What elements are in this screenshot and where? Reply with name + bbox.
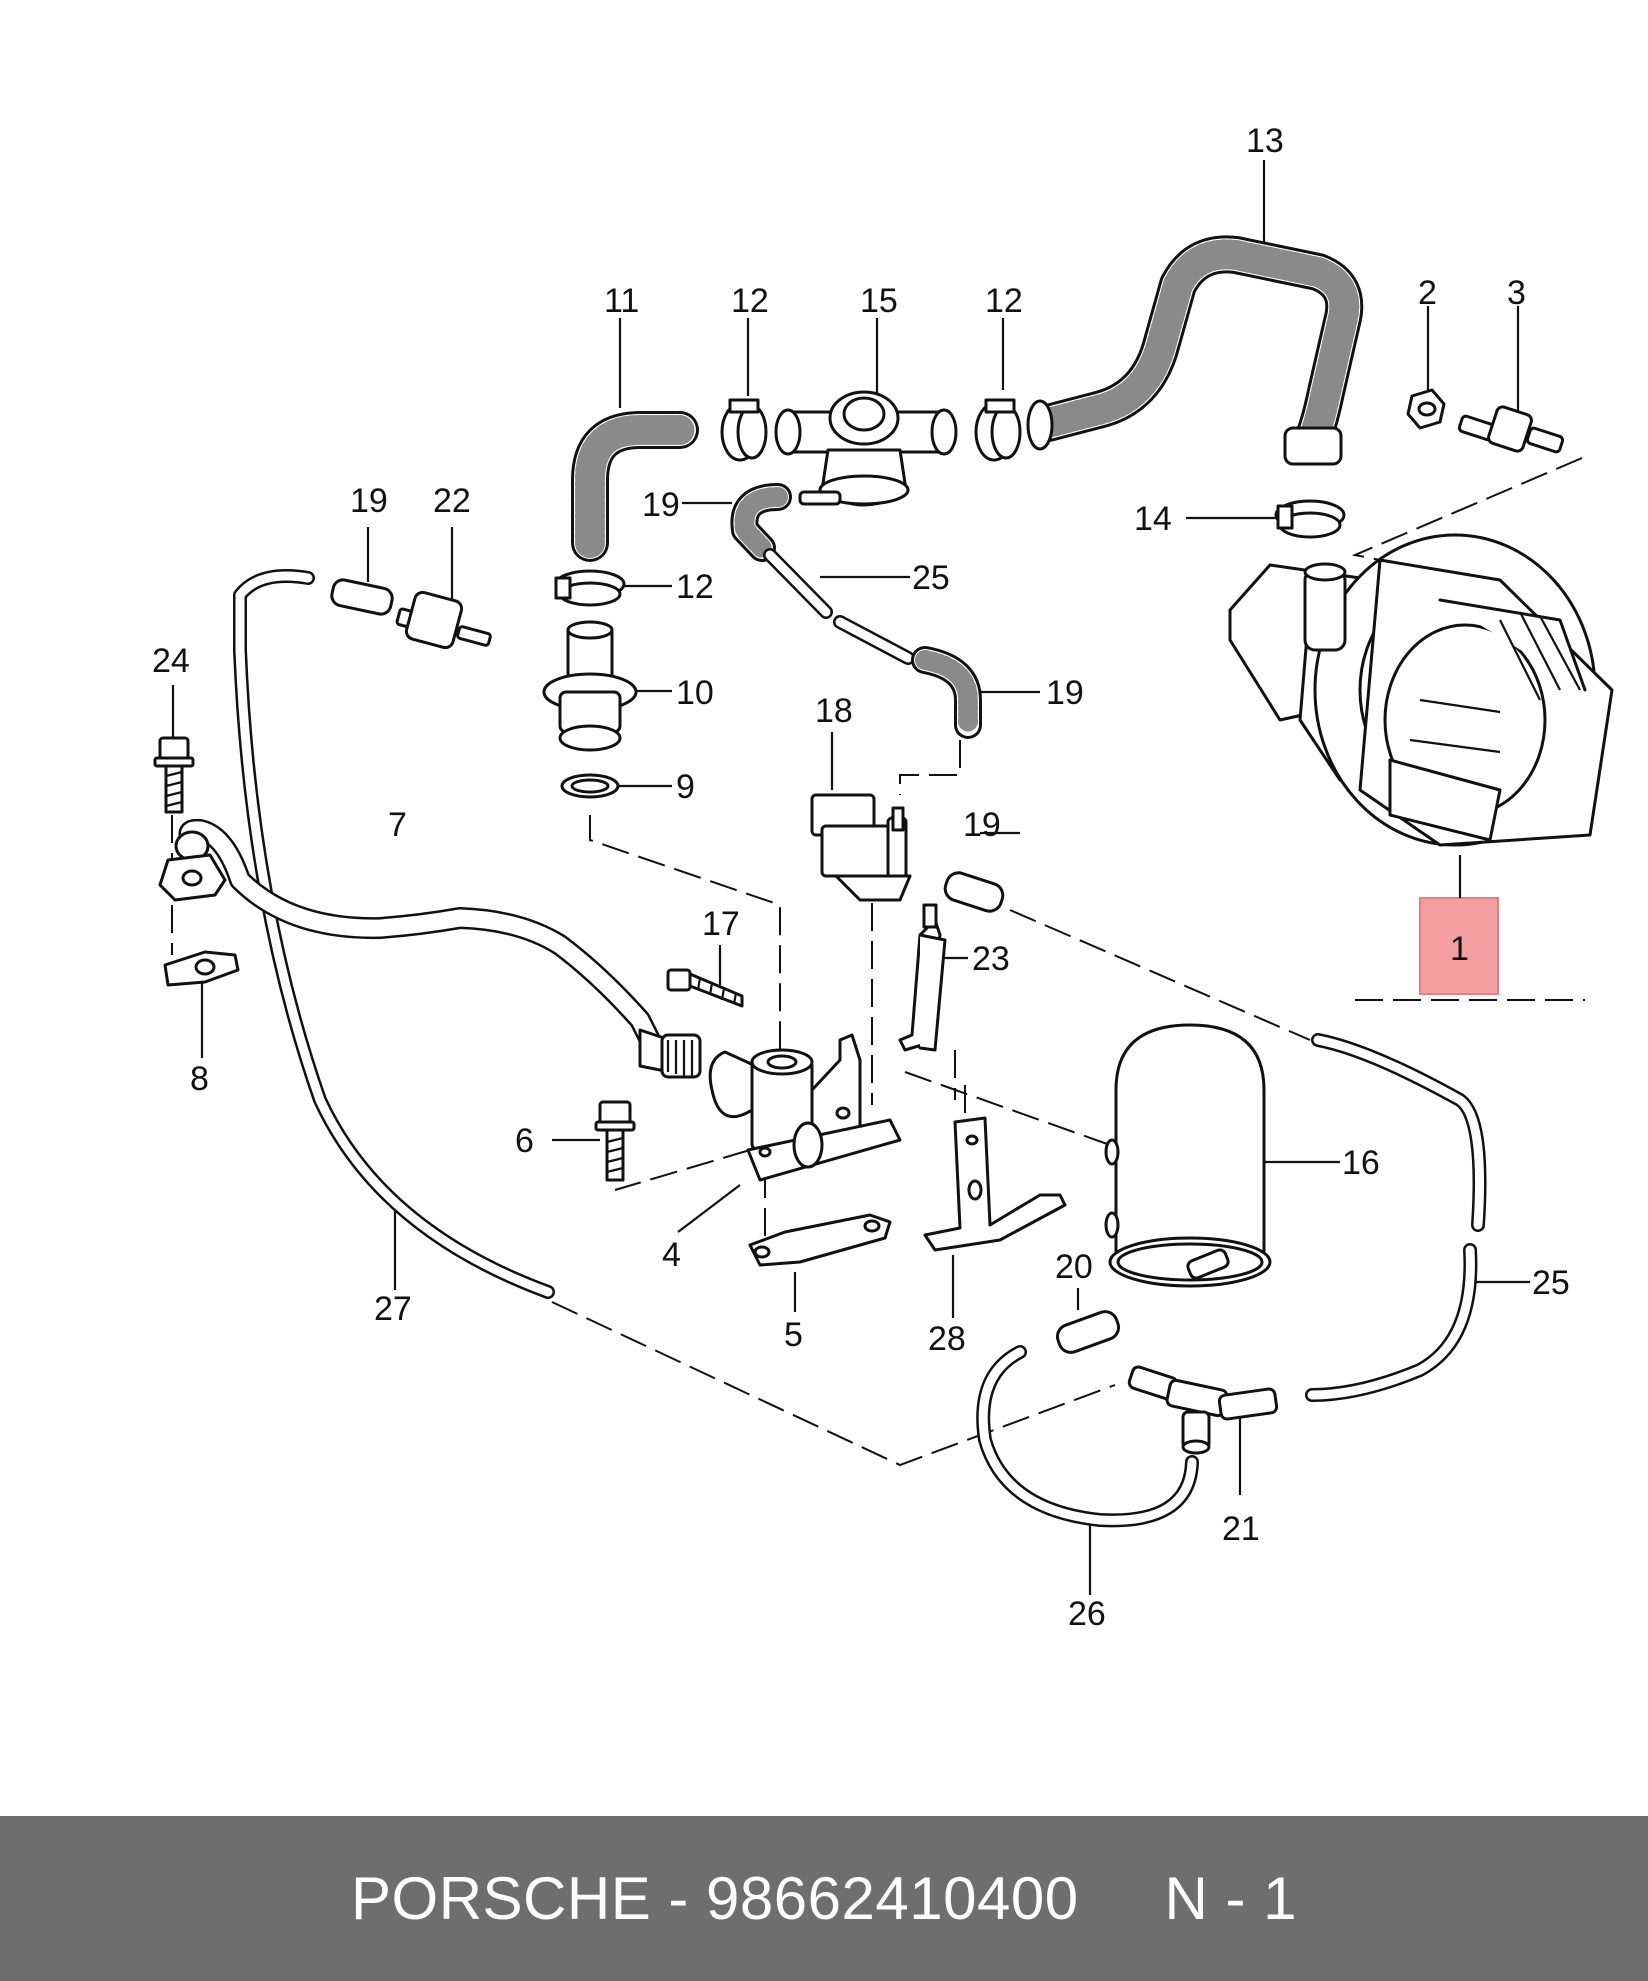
callout-11[interactable]: 11 [604, 282, 639, 320]
part-19-hose-c[interactable] [942, 870, 1006, 915]
footer-spacer [1079, 1865, 1165, 1932]
callout-16[interactable]: 16 [1342, 1144, 1380, 1182]
callout-23[interactable]: 23 [972, 940, 1010, 978]
callout-8[interactable]: 8 [190, 1060, 209, 1098]
part-12-clamp-a[interactable] [720, 398, 768, 462]
callout-18[interactable]: 18 [815, 692, 853, 730]
part-25-tube-upper[interactable] [763, 548, 915, 665]
part-28-bracket[interactable] [923, 1116, 1067, 1252]
footer-part-number: 98662410400 [706, 1865, 1079, 1932]
callout-14[interactable]: 14 [1134, 500, 1172, 538]
part-22-filter[interactable] [395, 590, 492, 650]
callout-25-b[interactable]: 25 [1532, 1264, 1570, 1302]
callout-19-d[interactable]: 19 [350, 482, 388, 520]
footer-separator: - [651, 1865, 707, 1932]
footer-bar: PORSCHE - 98662410400 N - 1 [0, 1816, 1648, 1981]
callout-24[interactable]: 24 [152, 642, 190, 680]
callout-20[interactable]: 20 [1055, 1248, 1093, 1286]
parts-diagram: 13 11 12 15 12 2 3 14 19 12 25 19 10 9 1… [152, 122, 1614, 1633]
part-2-nut[interactable] [1406, 388, 1446, 430]
footer-caption: PORSCHE - 98662410400 N - 1 [351, 1864, 1297, 1933]
part-18-solenoid-valve[interactable] [810, 793, 912, 902]
part-13-hose[interactable] [1026, 235, 1364, 466]
part-14-clamp[interactable] [1274, 499, 1346, 539]
callout-21[interactable]: 21 [1222, 1510, 1260, 1548]
part-19-hose-d[interactable] [330, 578, 394, 616]
part-24-bolt[interactable] [153, 736, 195, 814]
callout-12-a[interactable]: 12 [731, 282, 769, 320]
part-20-hose[interactable] [1054, 1308, 1122, 1356]
part-10-check-valve[interactable] [542, 620, 638, 752]
callout-9[interactable]: 9 [676, 768, 695, 806]
part-7-pipe[interactable] [158, 818, 702, 1079]
callout-6[interactable]: 6 [515, 1122, 534, 1160]
part-11-hose[interactable] [571, 411, 699, 562]
callout-19-c[interactable]: 19 [963, 806, 1001, 844]
callout-12-b[interactable]: 12 [985, 282, 1023, 320]
part-9-o-ring[interactable] [560, 773, 620, 799]
part-1-air-pump[interactable] [1228, 533, 1614, 847]
callout-labels: 13 11 12 15 12 2 3 14 19 12 25 19 10 9 1… [152, 122, 1570, 1633]
callout-22[interactable]: 22 [433, 482, 471, 520]
callout-4[interactable]: 4 [662, 1236, 681, 1274]
callout-19-a[interactable]: 19 [642, 486, 680, 524]
part-17-bolt[interactable] [666, 968, 744, 1008]
callout-2[interactable]: 2 [1418, 274, 1437, 312]
part-25-tube-lower[interactable] [1305, 1033, 1487, 1402]
callout-28[interactable]: 28 [928, 1320, 966, 1358]
highlight-box-part-1[interactable] [1419, 897, 1499, 995]
part-3-fitting[interactable] [1457, 405, 1565, 454]
part-5-gasket[interactable] [748, 1213, 892, 1267]
part-19-elbow-b[interactable] [911, 646, 982, 739]
part-4-valve-flange[interactable] [708, 1033, 902, 1182]
assembly-dashed-lines [171, 457, 1585, 1467]
callout-10[interactable]: 10 [676, 674, 714, 712]
part-19-elbow-a[interactable] [730, 483, 792, 562]
part-12-clamp-b[interactable] [974, 398, 1022, 462]
callout-13[interactable]: 13 [1246, 122, 1284, 160]
footer-brand: PORSCHE [351, 1865, 652, 1932]
callout-27[interactable]: 27 [374, 1290, 412, 1328]
callout-7[interactable]: 7 [388, 806, 407, 844]
callout-26[interactable]: 26 [1068, 1595, 1106, 1633]
callout-15[interactable]: 15 [860, 282, 898, 320]
part-23-bracket[interactable] [898, 903, 947, 1052]
callout-19-b[interactable]: 19 [1046, 674, 1084, 712]
part-12-clamp-c[interactable] [554, 569, 626, 607]
callout-17[interactable]: 17 [702, 905, 740, 943]
callout-25-a[interactable]: 25 [912, 559, 950, 597]
callout-12-c[interactable]: 12 [676, 568, 714, 606]
part-6-bolt[interactable] [594, 1100, 636, 1182]
part-27-tube[interactable] [233, 569, 555, 1299]
callout-5[interactable]: 5 [784, 1316, 803, 1354]
part-16-canister[interactable] [1104, 1023, 1272, 1288]
footer-position: N - 1 [1164, 1865, 1297, 1932]
part-21-tee-fitting[interactable] [1127, 1365, 1279, 1455]
callout-1[interactable]: 1 [1450, 930, 1469, 968]
part-15-valve[interactable] [774, 390, 958, 507]
callout-3[interactable]: 3 [1507, 274, 1526, 312]
part-8-gasket[interactable] [163, 950, 240, 987]
part-26-tube[interactable] [976, 1345, 1199, 1528]
